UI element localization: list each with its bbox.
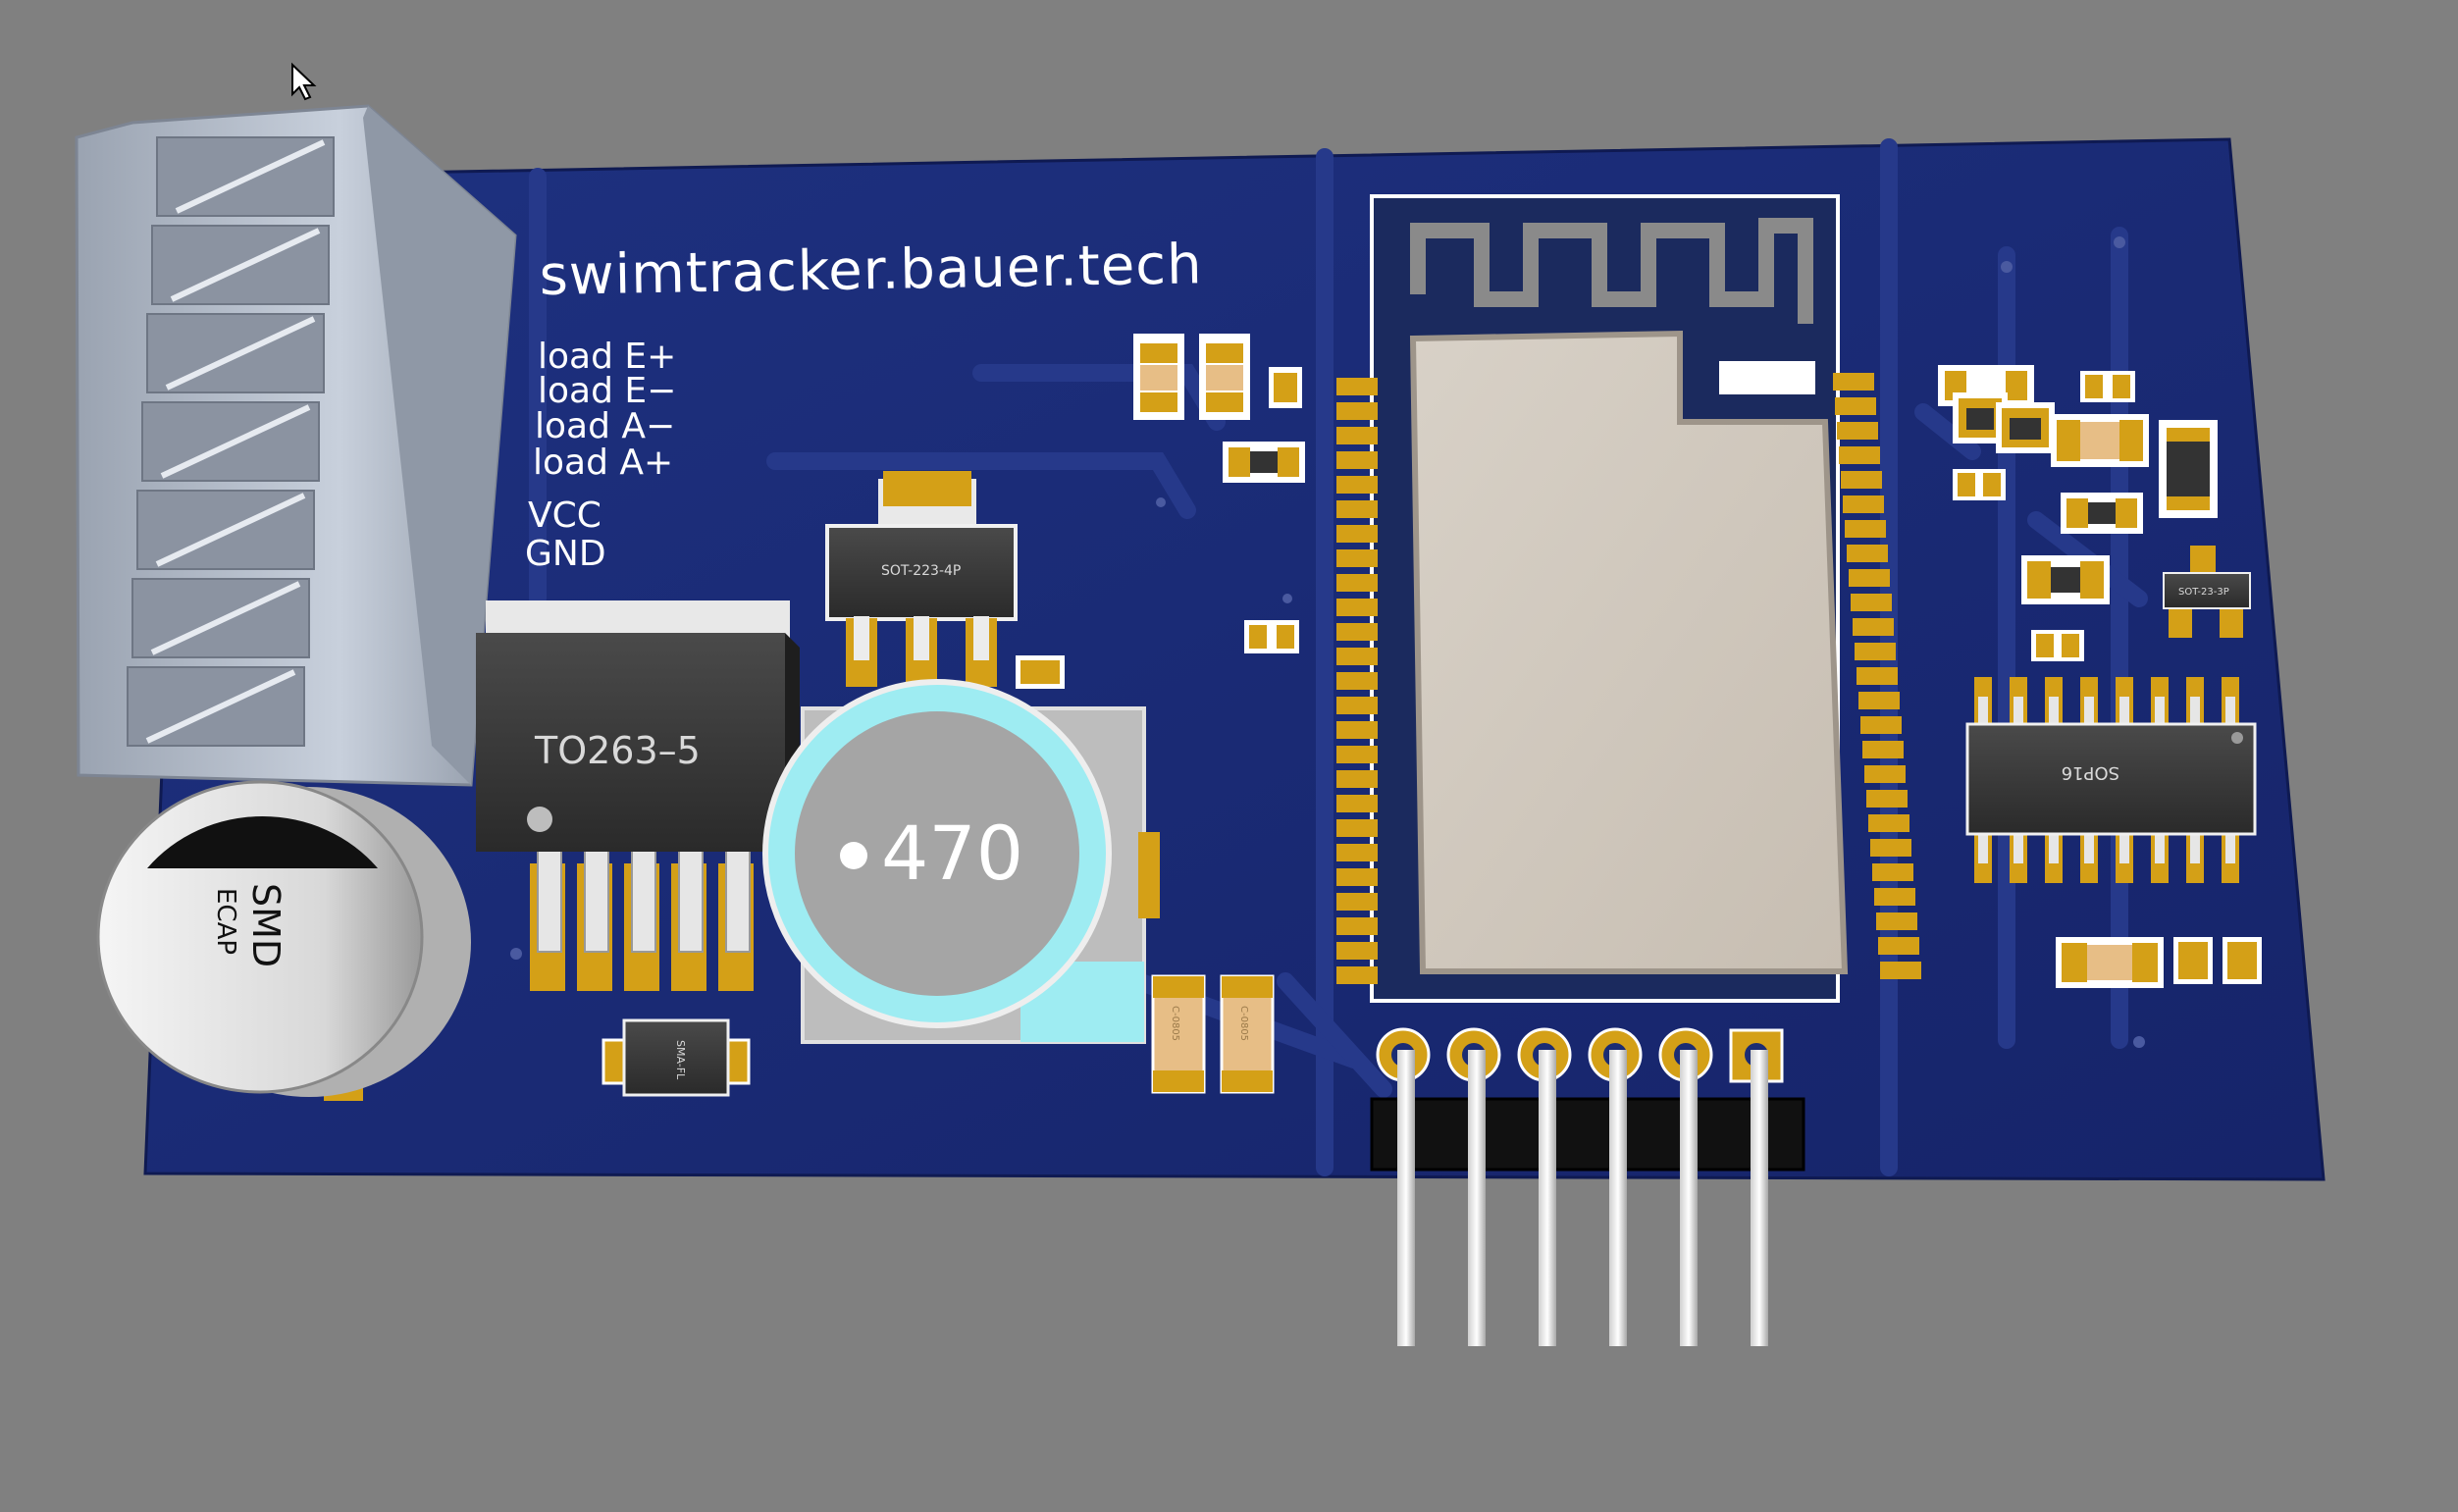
- diode-label: SMA-FL: [674, 1040, 687, 1080]
- esp32-right-pads: [1833, 373, 1921, 979]
- board-url-label: swimtracker.bauer.tech: [539, 233, 1203, 308]
- sot223-label: SOT-223-4P: [881, 563, 961, 579]
- cap-label-b: C-0805: [1238, 1006, 1249, 1041]
- smd-passives-top[interactable]: [1016, 334, 1305, 689]
- pin-label-load-a-plus: load A+: [533, 443, 673, 483]
- ecap-label-2: ECAP: [211, 888, 240, 955]
- ic-sop16[interactable]: SOP16: [1965, 677, 2257, 883]
- pin1-dot: [527, 807, 552, 832]
- cap-label-a: C-0805: [1170, 1006, 1180, 1041]
- pin-label-vcc: VCC: [528, 495, 601, 536]
- smd-passives-right[interactable]: [1938, 365, 2262, 988]
- mouse-pointer-icon: [291, 62, 317, 101]
- sop16-label: SOP16: [2062, 762, 2119, 783]
- ecap-label-1: SMD: [244, 883, 288, 967]
- inductor-label: 470: [881, 809, 1023, 897]
- antenna-trace: [1410, 218, 1813, 324]
- inductor-470[interactable]: 470: [762, 679, 1160, 1044]
- screw-terminal-connector[interactable]: [75, 104, 517, 787]
- ceramic-capacitors[interactable]: C-0805 C-0805: [1151, 974, 1275, 1094]
- diode-sma[interactable]: SMA-FL: [601, 1018, 751, 1097]
- pin-label-load-a-minus: load A−: [535, 406, 675, 446]
- pin-label-gnd: GND: [525, 534, 606, 574]
- sot23-label: SOT-23-3P: [2178, 587, 2229, 598]
- silkscreen-labels: swimtracker.bauer.tech load E+ load E− l…: [525, 233, 1203, 574]
- esp32-left-pads: [1336, 378, 1378, 984]
- regulator-label: TO263–5: [534, 729, 701, 772]
- electrolytic-capacitor[interactable]: SMD ECAP: [96, 780, 471, 1101]
- esp32-wifi-module[interactable]: [1336, 194, 1921, 1003]
- regulator-to263-5[interactable]: TO263–5: [476, 600, 800, 991]
- pin-label-load-e-plus: load E+: [538, 337, 676, 377]
- transistor-sot23[interactable]: SOT-23-3P: [2163, 546, 2251, 638]
- pin-header-6pin[interactable]: [1370, 1027, 1805, 1346]
- ic-sot223[interactable]: SOT-223-4P: [825, 471, 1018, 687]
- pin-label-load-e-minus: load E−: [538, 371, 676, 411]
